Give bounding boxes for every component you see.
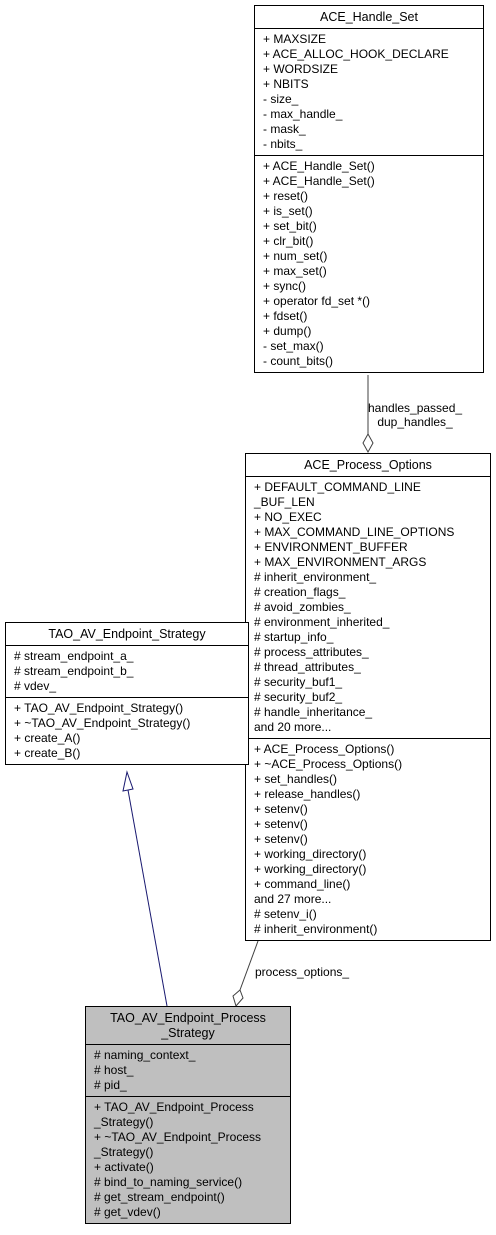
operation-item: + dump() (263, 324, 312, 338)
class-title: ACE_Handle_Set (255, 6, 483, 29)
attribute-item: # vdev_ (14, 679, 57, 693)
more-operations-note: and 27 more... (254, 892, 332, 906)
attribute-item: + NBITS (263, 77, 309, 91)
operation-item: _Strategy() (94, 1145, 154, 1159)
operation-item: + ~TAO_AV_Endpoint_Process (94, 1130, 261, 1144)
attribute-item: + WORDSIZE (263, 62, 339, 76)
attribute-item: # thread_attributes_ (254, 660, 361, 674)
attribute-item: # creation_flags_ (254, 585, 346, 599)
operation-item: + TAO_AV_Endpoint_Process (94, 1100, 254, 1114)
attribute-item: # stream_endpoint_a_ (14, 649, 134, 663)
class-node-ace-process-options[interactable]: ACE_Process_Options + DEFAULT_COMMAND_LI… (245, 453, 491, 941)
operation-item: + ~ACE_Process_Options() (254, 757, 403, 771)
operation-item: # bind_to_naming_service() (94, 1175, 243, 1189)
operation-item: + ACE_Handle_Set() (263, 159, 375, 173)
operation-item: + set_bit() (263, 219, 317, 233)
operation-item: + max_set() (263, 264, 327, 278)
attribute-item: # process_attributes_ (254, 645, 369, 659)
operation-item: + sync() (263, 279, 307, 293)
handles-edge-label-line-1: handles_passed_ (368, 401, 463, 415)
operation-item: + create_B() (14, 746, 81, 760)
operation-item: + create_A() (14, 731, 81, 745)
operation-item: + setenv() (254, 802, 308, 816)
operation-item: # inherit_environment() (254, 922, 378, 936)
operation-item: # get_stream_endpoint() (94, 1190, 225, 1204)
operation-item: # setenv_i() (254, 907, 317, 921)
attribute-item: # handle_inheritance_ (254, 705, 373, 719)
attribute-item: + ENVIRONMENT_BUFFER (254, 540, 408, 554)
attribute-item: # pid_ (94, 1078, 127, 1092)
attribute-item: + ACE_ALLOC_HOOK_DECLARE (263, 47, 449, 61)
attribute-item: # avoid_zombies_ (254, 600, 351, 614)
class-node-tao-av-endpoint-process-strategy[interactable]: TAO_AV_Endpoint_Process _Strategy # nami… (85, 1006, 291, 1224)
operation-section: + ACE_Process_Options() + ~ACE_Process_O… (246, 739, 490, 940)
operation-item: + working_directory() (254, 862, 367, 876)
attribute-item: - mask_ (263, 122, 306, 136)
attribute-item: - nbits_ (263, 137, 303, 151)
class-title: TAO_AV_Endpoint_Strategy (6, 623, 248, 646)
operation-item: + ACE_Process_Options() (254, 742, 395, 756)
operation-item: # get_vdev() (94, 1205, 161, 1219)
process-options-edge-diamond (232, 989, 244, 1008)
attribute-item: _BUF_LEN (254, 495, 315, 509)
operation-item: + clr_bit() (263, 234, 314, 248)
attribute-item: # host_ (94, 1063, 134, 1077)
operation-item: + operator fd_set *() (263, 294, 371, 308)
attribute-item: + DEFAULT_COMMAND_LINE (254, 480, 421, 494)
process-options-edge-label: process_options_ (255, 965, 349, 979)
inheritance-edge-arrow (122, 770, 134, 792)
attribute-item: # startup_info_ (254, 630, 334, 644)
operation-item: _Strategy() (94, 1115, 154, 1129)
attribute-item: - size_ (263, 92, 299, 106)
attribute-item: # security_buf1_ (254, 675, 343, 689)
handles-edge-label-line-2: dup_handles_ (377, 415, 453, 429)
operation-item: + TAO_AV_Endpoint_Strategy() (14, 701, 184, 715)
inheritance-edge-line (127, 789, 168, 1007)
attribute-item: + MAX_ENVIRONMENT_ARGS (254, 555, 427, 569)
attribute-item: # environment_inherited_ (254, 615, 390, 629)
more-attributes-note: and 20 more... (254, 720, 332, 734)
operation-item: + reset() (263, 189, 309, 203)
attribute-item: # security_buf2_ (254, 690, 343, 704)
attribute-item: + MAX_COMMAND_LINE_OPTIONS (254, 525, 455, 539)
operation-item: + activate() (94, 1160, 154, 1174)
attribute-item: - max_handle_ (263, 107, 343, 121)
operation-item: + working_directory() (254, 847, 367, 861)
operation-item: - count_bits() (263, 354, 334, 368)
attribute-item: # stream_endpoint_b_ (14, 664, 134, 678)
class-title-line-1: TAO_AV_Endpoint_Process (110, 1011, 266, 1025)
operation-item: + is_set() (263, 204, 313, 218)
attribute-section: + MAXSIZE + ACE_ALLOC_HOOK_DECLARE + WOR… (255, 29, 483, 156)
operation-item: + fdset() (263, 309, 308, 323)
operation-item: + setenv() (254, 817, 308, 831)
class-node-tao-av-endpoint-strategy[interactable]: TAO_AV_Endpoint_Strategy # stream_endpoi… (5, 622, 249, 765)
operation-item: + set_handles() (254, 772, 338, 786)
attribute-section: + DEFAULT_COMMAND_LINE _BUF_LEN + NO_EXE… (246, 477, 490, 739)
class-title-line-2: _Strategy (161, 1026, 215, 1040)
attribute-item: + MAXSIZE (263, 32, 327, 46)
operation-item: + release_handles() (254, 787, 361, 801)
handles-edge-diamond (362, 432, 374, 454)
attribute-item: # naming_context_ (94, 1048, 196, 1062)
attribute-item: + NO_EXEC (254, 510, 322, 524)
attribute-section: # stream_endpoint_a_ # stream_endpoint_b… (6, 646, 248, 698)
handles-edge-label: handles_passed_ dup_handles_ (368, 401, 462, 429)
class-node-ace-handle-set[interactable]: ACE_Handle_Set + MAXSIZE + ACE_ALLOC_HOO… (254, 5, 484, 373)
class-title: ACE_Process_Options (246, 454, 490, 477)
operation-item: + setenv() (254, 832, 308, 846)
attribute-item: # inherit_environment_ (254, 570, 377, 584)
class-title: TAO_AV_Endpoint_Process _Strategy (86, 1007, 290, 1045)
operation-item: + ACE_Handle_Set() (263, 174, 375, 188)
operation-item: + ~TAO_AV_Endpoint_Strategy() (14, 716, 191, 730)
process-options-edge-label-text: process_options_ (255, 965, 350, 979)
operation-item: + num_set() (263, 249, 328, 263)
operation-item: + command_line() (254, 877, 351, 891)
operation-item: - set_max() (263, 339, 324, 353)
operation-section: + TAO_AV_Endpoint_Strategy() + ~TAO_AV_E… (6, 698, 248, 764)
attribute-section: # naming_context_ # host_ # pid_ (86, 1045, 290, 1097)
operation-section: + ACE_Handle_Set() + ACE_Handle_Set() + … (255, 156, 483, 372)
process-options-edge-line (239, 940, 259, 991)
operation-section: + TAO_AV_Endpoint_Process _Strategy() + … (86, 1097, 290, 1223)
